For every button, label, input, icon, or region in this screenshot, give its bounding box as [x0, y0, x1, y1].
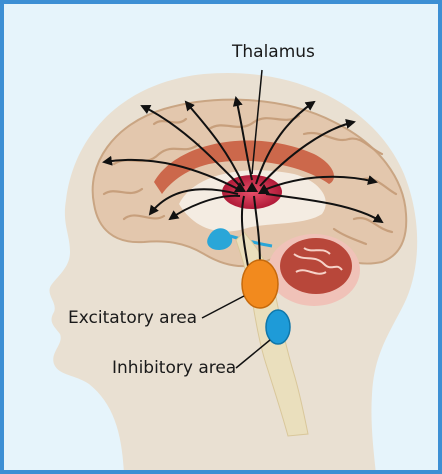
inhibitory-area-label: Inhibitory area [112, 360, 236, 377]
excitatory-area [242, 260, 278, 308]
brain-illustration [4, 4, 442, 474]
excitatory-area-label: Excitatory area [68, 310, 197, 327]
thalamus-label: Thalamus [232, 44, 315, 61]
inhibitory-area [266, 310, 290, 344]
